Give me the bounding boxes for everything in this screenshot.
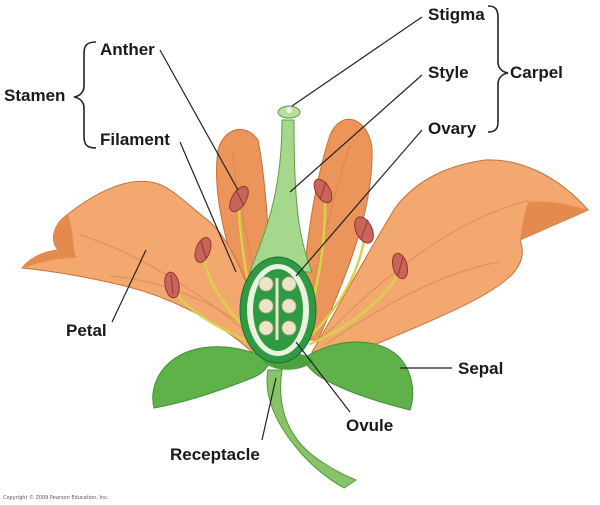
leader-ovary: [295, 129, 423, 277]
label-petal: Petal: [66, 321, 107, 340]
leader-petal: [111, 249, 147, 323]
leader-style: [289, 74, 423, 193]
label-sepal: Sepal: [458, 359, 504, 378]
label-stigma: Stigma: [428, 5, 485, 24]
stamen-bracket: [73, 41, 97, 149]
sepal-right: [303, 341, 414, 411]
label-filament: Filament: [100, 130, 170, 149]
leader-lines: [111, 16, 452, 441]
carpel-bracket: [487, 5, 509, 133]
stem: [266, 369, 358, 489]
label-anther: Anther: [100, 40, 155, 59]
label-carpel: Carpel: [510, 63, 563, 82]
anthers: [164, 178, 409, 299]
leader-receptacle: [261, 377, 277, 441]
copyright-notice: Copyright © 2009 Pearson Education, Inc.: [3, 495, 109, 501]
label-style: Style: [428, 63, 469, 82]
leader-stigma: [291, 16, 423, 107]
label-receptacle: Receptacle: [170, 445, 260, 464]
petal-right: [311, 159, 589, 357]
label-ovary: Ovary: [428, 119, 477, 138]
petal-left-fold: [22, 214, 76, 268]
label-stamen: Stamen: [4, 86, 66, 105]
style: [249, 119, 313, 273]
leader-ovule: [295, 341, 351, 413]
ovules: [258, 276, 297, 340]
leader-filament: [179, 141, 237, 273]
leader-anther: [159, 49, 239, 191]
petal-veins: [79, 144, 531, 346]
sepal-left: [152, 346, 271, 409]
label-ovule: Ovule: [346, 416, 394, 435]
petal-right-fold: [520, 201, 588, 240]
